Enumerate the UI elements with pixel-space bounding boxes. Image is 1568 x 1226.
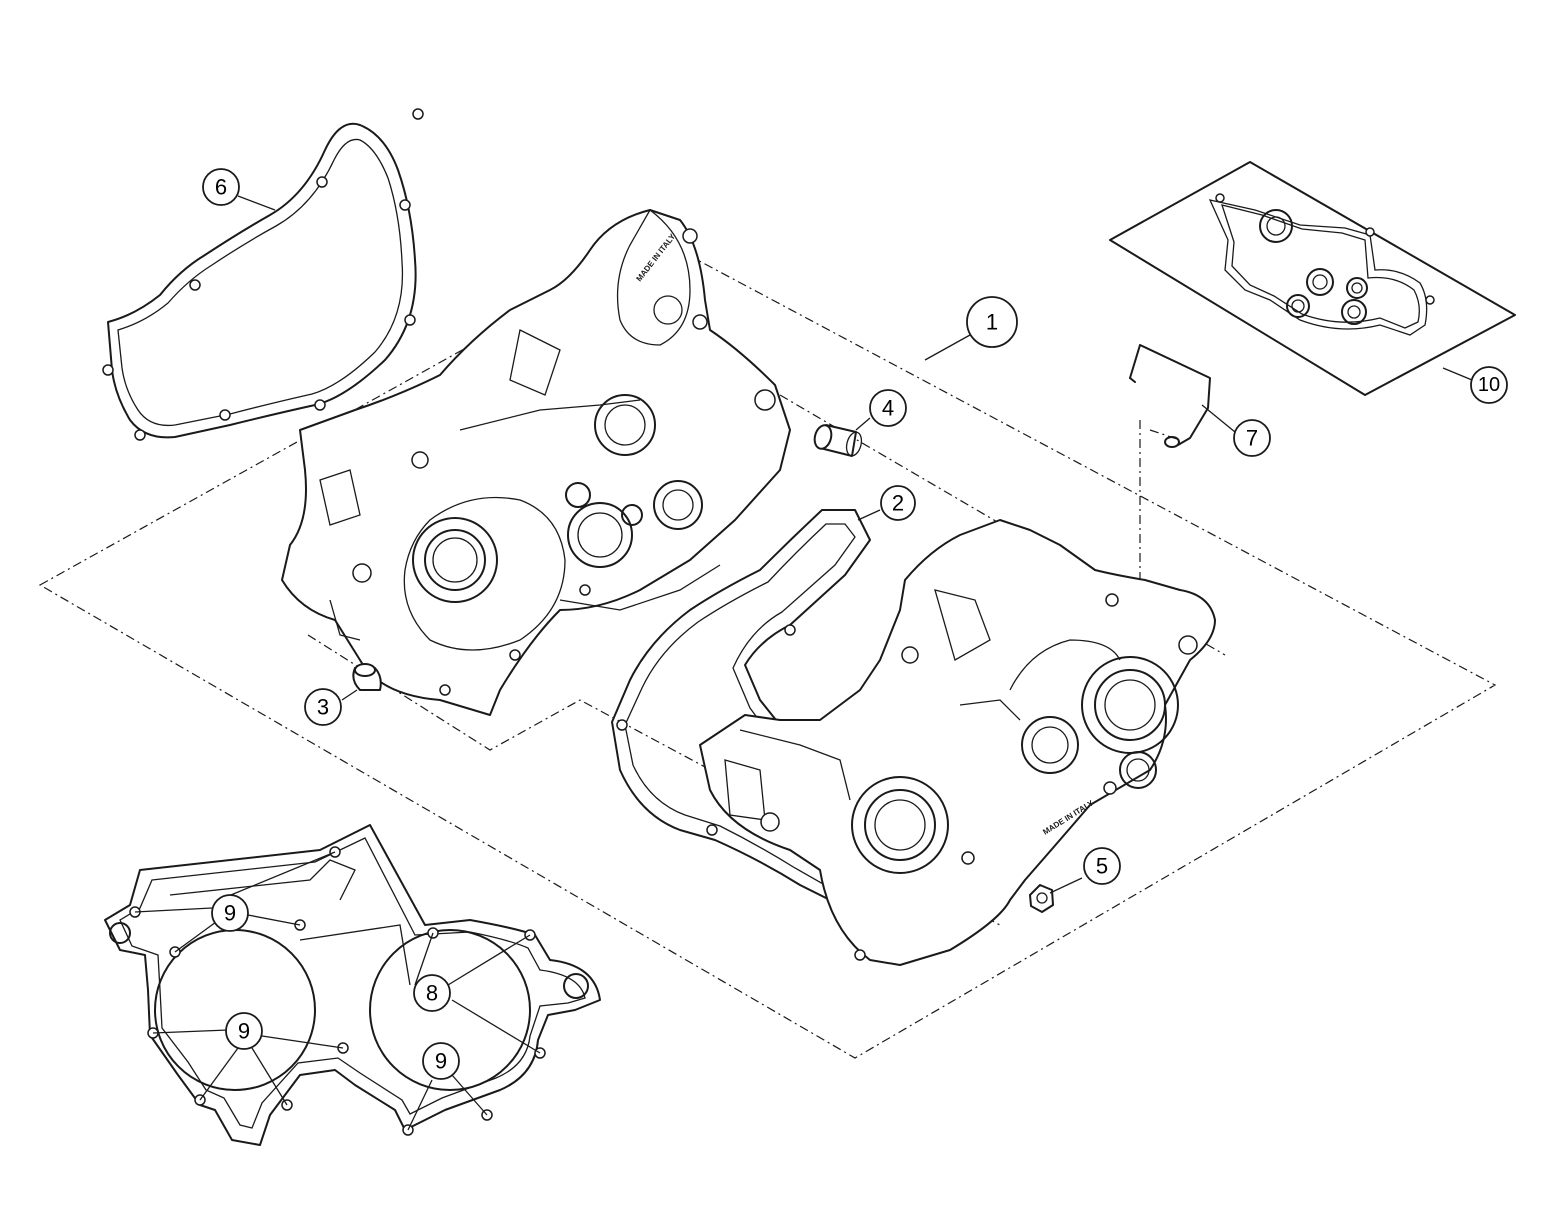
callout-2: 2 bbox=[880, 485, 916, 521]
svg-text:4: 4 bbox=[882, 396, 894, 421]
callout-5: 5 bbox=[1083, 847, 1121, 885]
svg-text:9: 9 bbox=[435, 1049, 447, 1074]
leader-lines bbox=[134, 195, 1473, 1131]
svg-text:1: 1 bbox=[986, 310, 998, 335]
wire-clip-part-7 bbox=[1129, 344, 1211, 448]
callout-8: 8 bbox=[413, 974, 451, 1012]
nut-part-5 bbox=[1029, 884, 1054, 913]
bushing-part-3 bbox=[352, 663, 382, 691]
callout-1: 1 bbox=[966, 296, 1018, 348]
svg-text:7: 7 bbox=[1246, 426, 1258, 451]
clutch-cover-gasket bbox=[102, 108, 424, 441]
crankcase-half-left: MADE IN ITALY bbox=[281, 209, 791, 716]
callout-4: 4 bbox=[869, 389, 907, 427]
svg-text:3: 3 bbox=[317, 695, 329, 720]
callout-3: 3 bbox=[304, 688, 342, 726]
bushing-part-4 bbox=[813, 424, 863, 457]
svg-text:10: 10 bbox=[1478, 374, 1500, 396]
callout-9-lower-right: 9 bbox=[422, 1042, 460, 1080]
svg-text:9: 9 bbox=[238, 1019, 250, 1044]
callout-6: 6 bbox=[202, 168, 240, 206]
crankcase-gasket bbox=[611, 509, 871, 906]
callout-10: 10 bbox=[1470, 366, 1508, 404]
svg-text:8: 8 bbox=[426, 981, 438, 1006]
callouts: 1 2 3 4 5 6 7 8 bbox=[202, 168, 1508, 1080]
callout-9-upper: 9 bbox=[211, 894, 249, 932]
crankcase-half-right: MADE IN ITALY bbox=[699, 519, 1216, 966]
assembly-boundary bbox=[38, 239, 1497, 1059]
svg-text:2: 2 bbox=[892, 491, 904, 516]
cylinder-gasket-parts-8-9 bbox=[104, 824, 601, 1146]
svg-text:6: 6 bbox=[215, 175, 227, 200]
callout-7: 7 bbox=[1233, 419, 1271, 457]
gasket-kit-part-10 bbox=[1109, 161, 1516, 396]
callout-9-lower-left: 9 bbox=[225, 1012, 263, 1050]
svg-text:9: 9 bbox=[224, 901, 236, 926]
svg-text:5: 5 bbox=[1096, 854, 1108, 879]
